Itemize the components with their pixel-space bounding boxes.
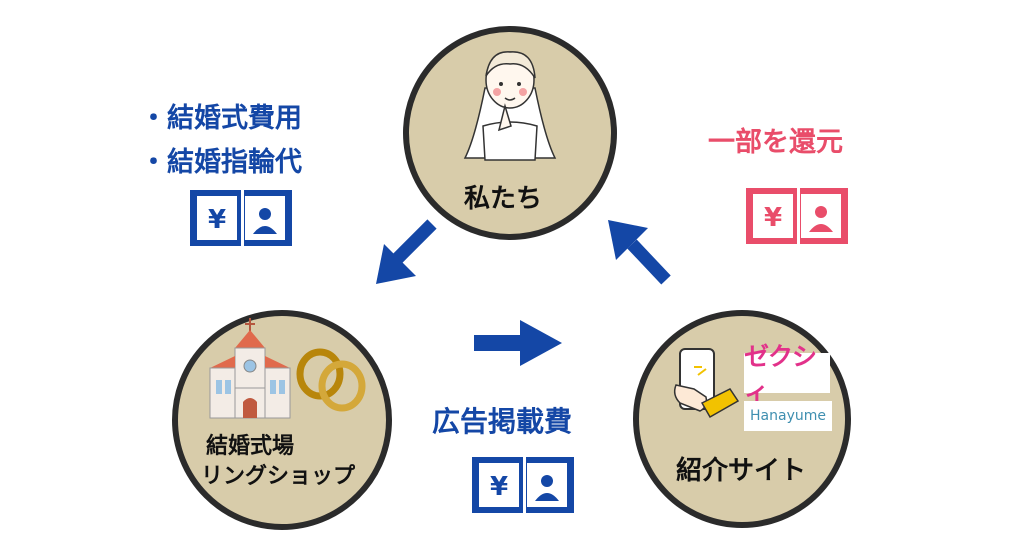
hanayume-logo-text: Hanayume <box>750 408 826 424</box>
cost-item-wedding: ・結婚式費用 <box>140 103 302 134</box>
rings-icon <box>296 348 366 412</box>
bride-illustration <box>463 51 557 161</box>
ad-fee-label: 広告掲載費 <box>432 405 573 438</box>
node-venue-label-line2: リングショップ <box>201 464 356 489</box>
node-venue-label-line1: 結婚式場 <box>206 434 295 459</box>
zexy-logo-text: ゼクシィ <box>744 342 817 407</box>
church-icon <box>209 318 291 419</box>
arrow-us-to-venue <box>376 219 437 284</box>
phone-hand-icon <box>673 348 740 419</box>
node-referral-label: 紹介サイト <box>676 456 807 486</box>
node-venue-ringshop <box>172 310 392 530</box>
svg-text:¥: ¥ <box>764 203 782 233</box>
node-us-label: 私たち <box>464 184 543 214</box>
arrow-site-to-us <box>608 220 671 285</box>
money-icon-blue-top: ¥ <box>190 190 292 246</box>
svg-text:¥: ¥ <box>490 472 508 502</box>
refund-label: 一部を還元 <box>708 127 843 158</box>
cost-item-rings: ・結婚指輪代 <box>140 147 302 178</box>
money-icon-pink: ¥ <box>746 188 848 244</box>
arrow-venue-to-site <box>474 320 562 366</box>
money-icon-blue-bottom: ¥ <box>472 457 574 513</box>
zexy-logo: ゼクシィ <box>744 342 830 407</box>
svg-text:¥: ¥ <box>208 205 226 235</box>
hanayume-logo: Hanayume <box>744 401 832 431</box>
